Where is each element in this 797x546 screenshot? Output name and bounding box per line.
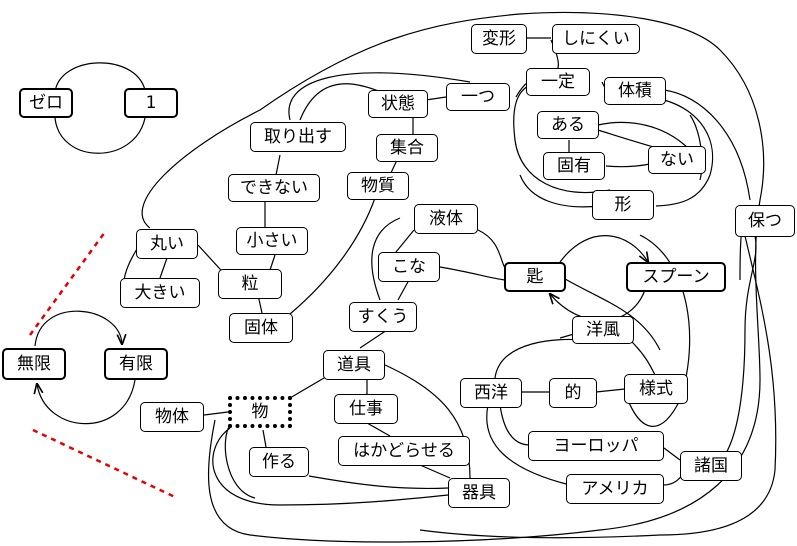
node-hakadoraseru: はかどらせる — [338, 436, 470, 466]
node-youfu: 洋風 — [572, 316, 634, 344]
node-marui: 丸い — [136, 229, 198, 259]
node-busshitsu: 物質 — [347, 172, 409, 200]
zero-one-arc-top — [54, 62, 146, 93]
node-shugo: 集合 — [376, 134, 438, 162]
node-tamotsu: 保つ — [735, 205, 795, 237]
node-seiyou: 西洋 — [460, 378, 522, 408]
node-one: 1 — [124, 88, 178, 118]
node-tsukuru: 作る — [249, 447, 309, 477]
node-teki: 的 — [549, 378, 597, 408]
red-dashed-line-bottom — [32, 428, 176, 499]
zero-one-arc-bottom — [54, 117, 146, 154]
node-saji: 匙 — [504, 262, 566, 292]
node-spoon: スプーン — [626, 262, 726, 292]
node-yugen: 有限 — [104, 348, 168, 380]
node-shigoto: 仕事 — [334, 394, 398, 424]
node-ekitai: 液体 — [414, 204, 478, 234]
node-mono: 物 — [228, 396, 292, 428]
node-tsubu: 粒 — [218, 269, 282, 299]
red-dashed-line-top — [28, 231, 107, 336]
saji-spoon-arc-top — [559, 235, 648, 262]
mugen-yugen-arc-bottom — [37, 379, 136, 425]
mugen-yugen-arc-top — [34, 310, 122, 347]
node-shinikui: しにくい — [552, 24, 640, 54]
node-hitotsu: 一つ — [446, 83, 510, 111]
node-dekinai: できない — [228, 174, 320, 202]
node-henkei: 変形 — [471, 24, 527, 54]
node-taiseki: 体積 — [604, 77, 666, 105]
node-kotai: 固体 — [229, 313, 293, 343]
node-kigu: 器具 — [448, 478, 510, 508]
node-dougu: 道具 — [323, 350, 385, 380]
node-sukuu: すくう — [349, 302, 417, 332]
node-ittei: 一定 — [526, 68, 590, 96]
node-joutai: 状態 — [368, 90, 428, 118]
node-koyu: 固有 — [543, 152, 605, 180]
node-zero: ゼロ — [19, 88, 73, 118]
node-kona: こな — [378, 252, 440, 282]
node-nai: ない — [648, 146, 706, 174]
node-europe: ヨーロッパ — [528, 431, 664, 461]
node-mugen: 無限 — [2, 348, 66, 380]
node-youshiki: 様式 — [624, 374, 688, 404]
node-toridasu: 取り出す — [250, 122, 346, 152]
node-chiisai: 小さい — [236, 227, 308, 255]
node-shokoku: 諸国 — [680, 451, 742, 481]
node-katachi: 形 — [592, 190, 654, 220]
node-aru: ある — [537, 111, 599, 139]
node-ookii: 大きい — [120, 278, 200, 308]
node-buttai: 物体 — [140, 402, 204, 432]
node-america: アメリカ — [566, 474, 664, 504]
